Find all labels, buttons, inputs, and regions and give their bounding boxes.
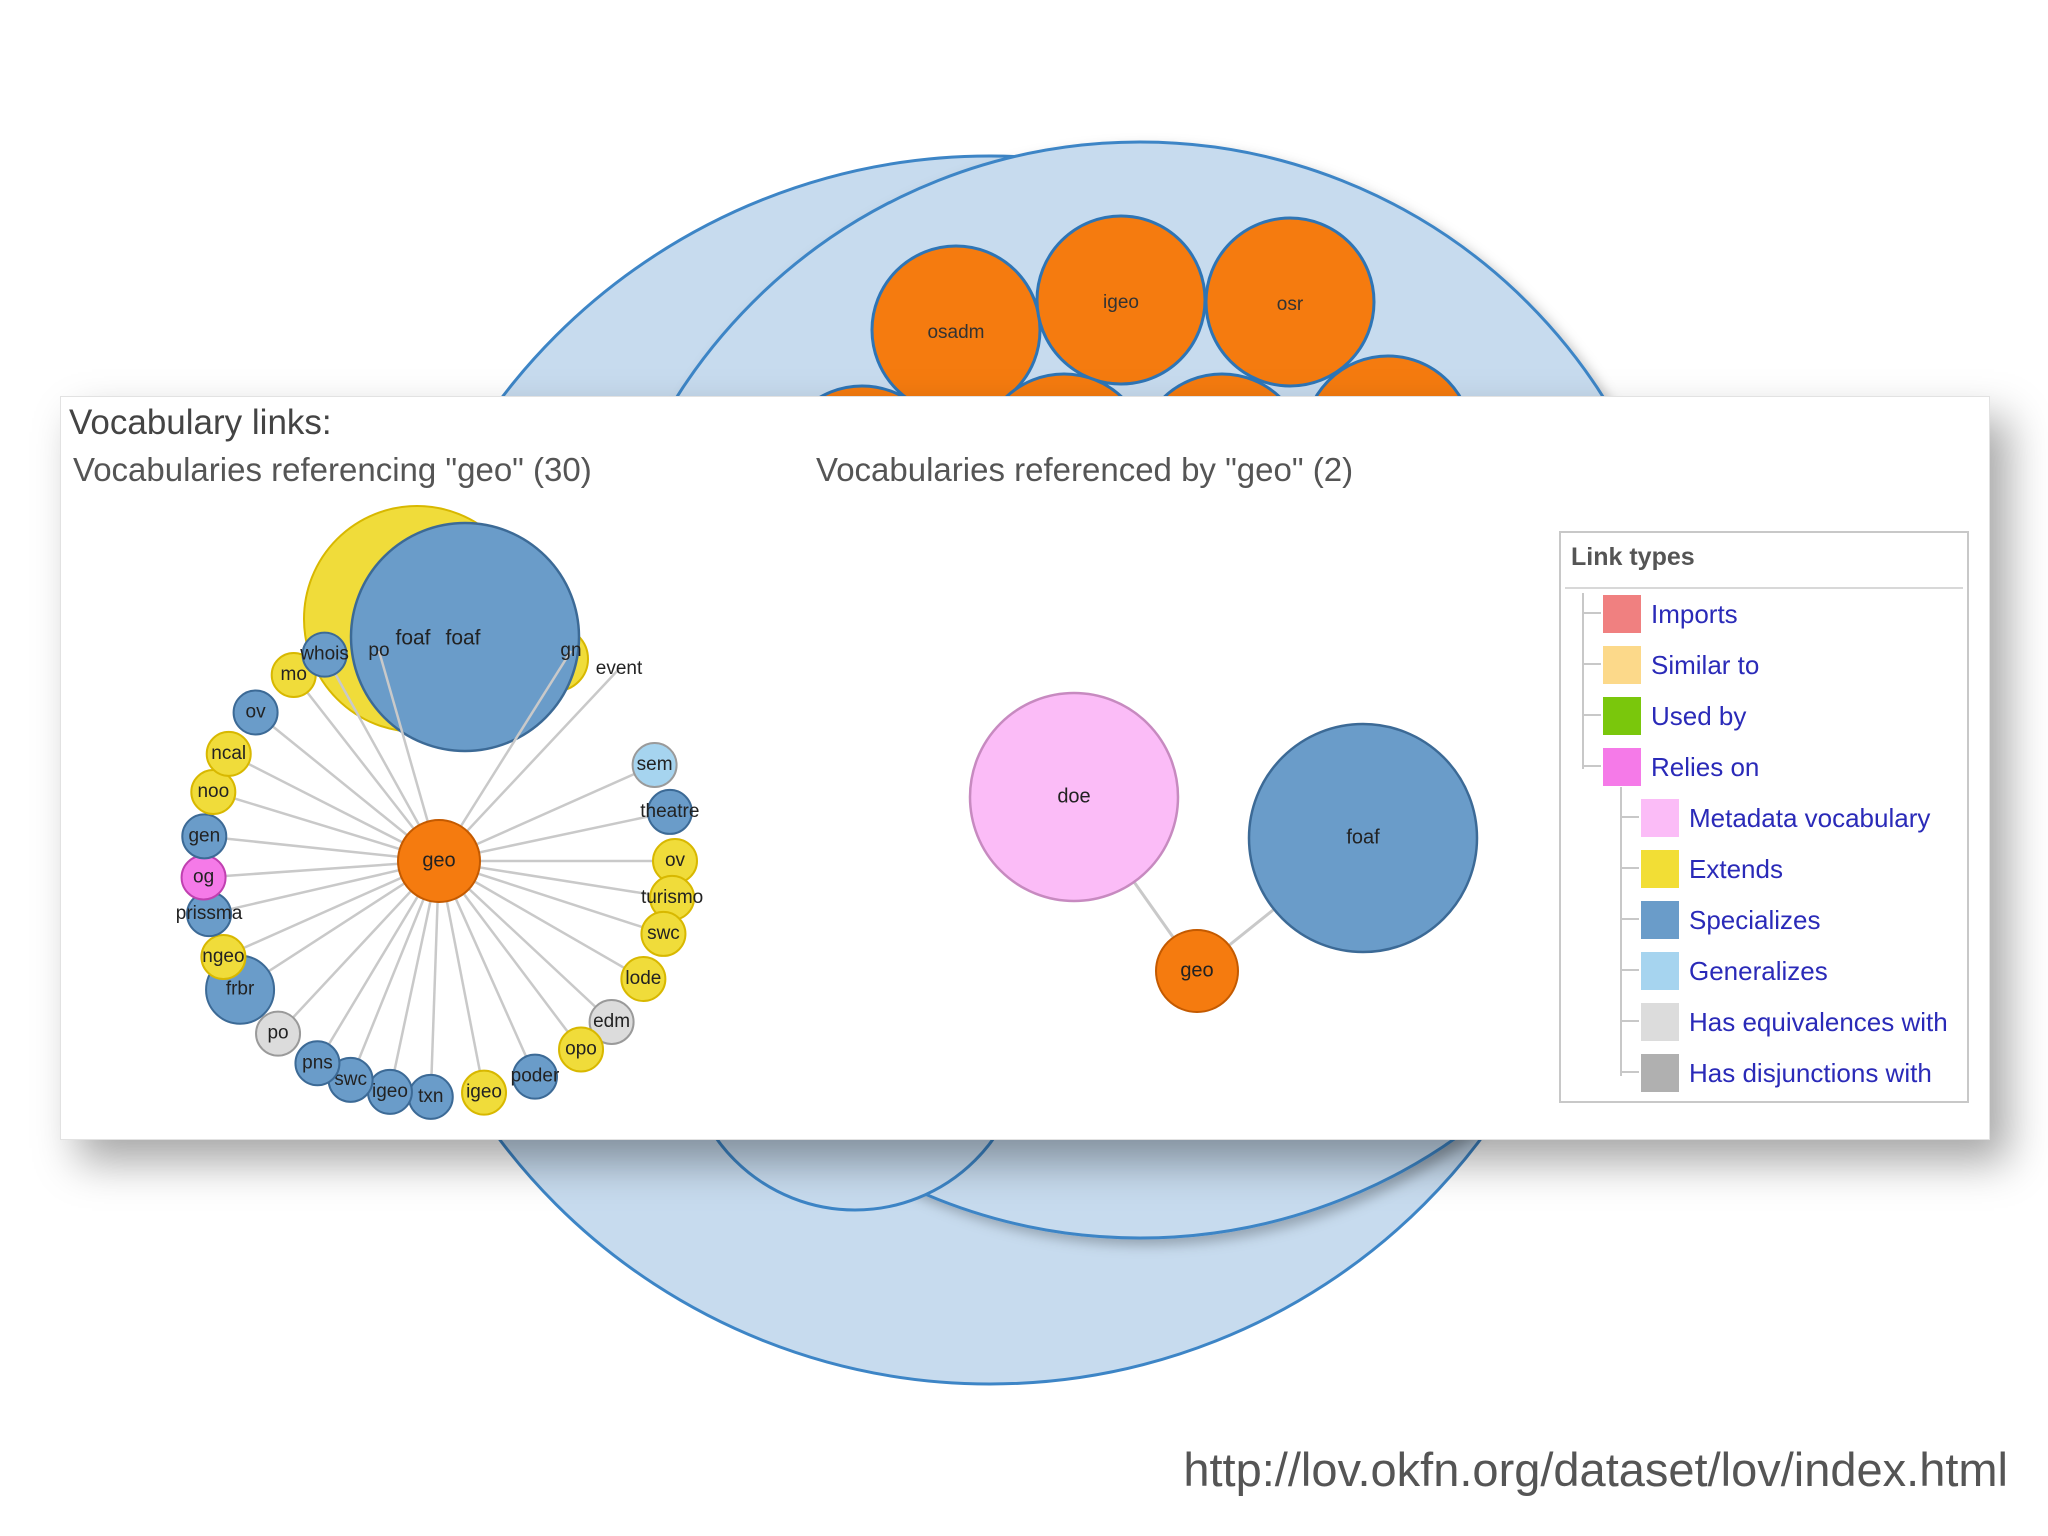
- ring-link: [438, 668, 620, 862]
- ring-node-label: poder: [511, 1066, 560, 1087]
- referenced-by-heading: Vocabularies referenced by "geo" (2): [816, 451, 1354, 488]
- referenced-by-graph: doe foaf geo: [968, 691, 1479, 1013]
- ring-node-label: mo: [281, 664, 307, 685]
- legend-title: Link types: [1571, 543, 1695, 571]
- ring-node-label: txn: [418, 1086, 443, 1107]
- ring-node-label: whois: [299, 644, 349, 665]
- ring-node[interactable]: [255, 1010, 302, 1057]
- legend-divider: [1565, 587, 1963, 589]
- ring-node[interactable]: [620, 956, 667, 1002]
- node-geo[interactable]: [1155, 929, 1239, 1013]
- ring-node-label: turismo: [641, 887, 703, 908]
- vocabulary-links-panel: Vocabulary links: Vocabularies referenci…: [60, 396, 1990, 1140]
- ring-node-label: po: [368, 640, 389, 661]
- ring-node-label: igeo: [372, 1081, 408, 1102]
- bg-label-osadm: osadm: [927, 322, 984, 343]
- ring-node-label: po: [267, 1023, 288, 1044]
- ring-node[interactable]: [181, 813, 228, 860]
- ring-node-label: swc: [334, 1069, 367, 1090]
- source-url[interactable]: http://lov.okfn.org/dataset/lov/index.ht…: [1183, 1443, 2008, 1496]
- ring-node-label: prissma: [176, 903, 243, 924]
- ring-node-label: edm: [593, 1011, 630, 1032]
- legend-swatch: [1641, 1054, 1679, 1092]
- legend-label[interactable]: Generalizes: [1689, 956, 1828, 986]
- legend-label[interactable]: Specializes: [1689, 905, 1821, 935]
- bg-label-igeo: igeo: [1103, 292, 1139, 313]
- ring-node[interactable]: [232, 689, 279, 736]
- legend-swatch: [1641, 952, 1679, 990]
- bg-node-osr: [1204, 216, 1376, 388]
- ring-node-label: og: [193, 866, 214, 887]
- ring-node[interactable]: [200, 933, 247, 980]
- legend-swatch: [1603, 595, 1641, 633]
- ring-node-label: gn: [560, 640, 581, 661]
- ring-node-label: sem: [637, 754, 673, 775]
- ring-node-label: noo: [197, 781, 229, 802]
- ring-node[interactable]: [631, 742, 678, 789]
- legend-label[interactable]: Imports: [1651, 599, 1738, 629]
- ring-node-label: ncal: [211, 743, 246, 764]
- legend-swatch: [1603, 697, 1641, 735]
- ring-node[interactable]: [511, 1053, 558, 1100]
- node-label-foaf-2: foaf: [445, 627, 480, 650]
- legend-swatch: [1641, 901, 1679, 939]
- node-foaf[interactable]: [1247, 722, 1479, 954]
- node-label-doe: doe: [1057, 785, 1090, 807]
- legend-label[interactable]: Metadata vocabulary: [1689, 803, 1931, 833]
- legend-swatch: [1603, 646, 1641, 684]
- ring-node-label: ngeo: [202, 946, 244, 967]
- ring-node-label: lode: [625, 968, 661, 989]
- ring-node[interactable]: [205, 730, 252, 777]
- ring-node-label: opo: [565, 1038, 597, 1059]
- referencing-heading: Vocabularies referencing "geo" (30): [73, 451, 592, 488]
- legend-swatch: [1641, 850, 1679, 888]
- legend-tree-lines: [1582, 593, 1639, 1076]
- legend-swatch: [1603, 748, 1641, 786]
- ring-node[interactable]: [461, 1069, 508, 1116]
- ring-node[interactable]: [294, 1040, 341, 1087]
- legend-label[interactable]: Has disjunctions with: [1689, 1058, 1932, 1088]
- ring-node-label: ov: [665, 850, 686, 871]
- ring-node[interactable]: [640, 910, 687, 957]
- node-foaf-specializes[interactable]: [349, 521, 581, 753]
- ring-node-label: gen: [188, 825, 220, 846]
- ring-node-label: ov: [246, 701, 267, 722]
- legend-swatch: [1641, 799, 1679, 837]
- legend-label[interactable]: Has equivalences with: [1689, 1007, 1948, 1037]
- ring-node-label: igeo: [466, 1082, 502, 1103]
- legend-label[interactable]: Similar to: [1651, 650, 1760, 680]
- ring-node[interactable]: [646, 788, 693, 835]
- bg-label-osr: osr: [1277, 294, 1304, 315]
- ring-node-label: event: [596, 658, 643, 679]
- big-nodes: foaf foaf: [303, 505, 589, 753]
- legend-swatch: [1641, 1003, 1679, 1041]
- node-label-foaf: foaf: [1346, 826, 1380, 848]
- ring-node[interactable]: [301, 631, 348, 678]
- node-label-geo-right: geo: [1180, 959, 1213, 981]
- node-geo-center[interactable]: [397, 819, 481, 903]
- ring-node[interactable]: [588, 998, 635, 1045]
- node-doe[interactable]: [968, 691, 1180, 903]
- ring-node-label: theatre: [640, 801, 699, 822]
- node-label-geo: geo: [422, 849, 455, 871]
- ring-node-label: swc: [647, 923, 680, 944]
- node-label-foaf-1: foaf: [395, 627, 430, 650]
- ring-node[interactable]: [558, 1026, 605, 1073]
- panel-title: Vocabulary links:: [69, 403, 332, 442]
- legend-label[interactable]: Used by: [1651, 701, 1747, 731]
- ring-node-label: frbr: [226, 979, 255, 1000]
- legend-label[interactable]: Extends: [1689, 854, 1783, 884]
- ring-node-label: pns: [302, 1052, 333, 1073]
- legend-label[interactable]: Relies on: [1651, 752, 1760, 782]
